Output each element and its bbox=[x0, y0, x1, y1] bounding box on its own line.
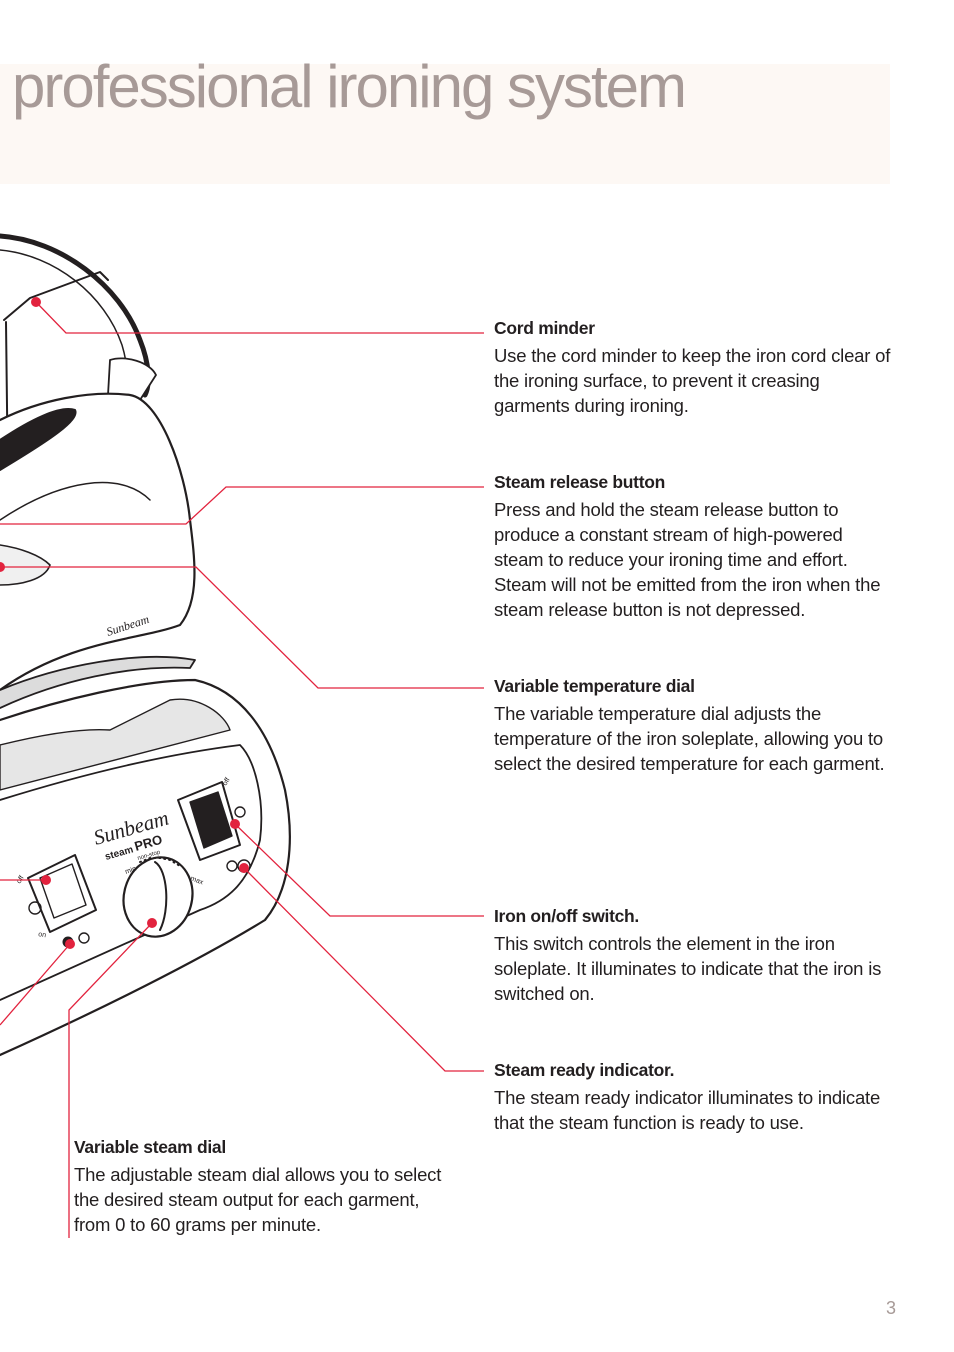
leader-temperature-dial bbox=[0, 566, 484, 689]
callout-title: Steam ready indicator. bbox=[494, 1060, 675, 1080]
model-pro-label: PRO bbox=[133, 832, 164, 854]
callout-title: Variable steam dial bbox=[74, 1137, 226, 1157]
callout-dot-steam-dial bbox=[147, 918, 157, 928]
callout-body: The adjustable steam dial allows you to … bbox=[74, 1164, 442, 1235]
callout-dot-temperature bbox=[0, 562, 5, 572]
callout-dot-lamp bbox=[65, 939, 75, 949]
leader-cord-minder bbox=[35, 301, 484, 334]
callout-title: Iron on/off switch. bbox=[494, 906, 639, 926]
callout-title: Variable temperature dial bbox=[494, 676, 695, 696]
callout-title: Steam release button bbox=[494, 472, 665, 492]
callout-iron-switch: Iron on/off switch. This switch controls… bbox=[494, 906, 894, 1006]
leader-lines bbox=[0, 301, 484, 1238]
callout-variable-temperature-dial: Variable temperature dial The variable t… bbox=[494, 676, 894, 776]
page-number: 3 bbox=[886, 1298, 897, 1318]
callout-steam-release-button: Steam release button Press and hold the … bbox=[494, 472, 894, 622]
callout-body: Use the cord minder to keep the iron cor… bbox=[494, 345, 891, 416]
page-title: professional ironing system bbox=[12, 53, 687, 120]
dial-max-label: max bbox=[189, 875, 204, 886]
callout-dot-cord-minder bbox=[31, 297, 41, 307]
leader-steam-dial bbox=[68, 922, 153, 1238]
leader-steam-release bbox=[0, 486, 484, 525]
leader-steam-ready bbox=[243, 867, 484, 1072]
dial-min-label: min bbox=[124, 865, 137, 875]
title-band bbox=[0, 64, 890, 184]
callout-body: The steam ready indicator illuminates to… bbox=[494, 1087, 881, 1133]
callout-body: This switch controls the element in the … bbox=[494, 933, 882, 1004]
callout-body: The variable temperature dial adjusts th… bbox=[494, 703, 885, 774]
callout-dot-steam-switch bbox=[41, 875, 51, 885]
callout-dot-iron-switch bbox=[230, 819, 240, 829]
switch-on-label: on bbox=[38, 931, 47, 939]
callout-body: Press and hold the steam release button … bbox=[494, 499, 881, 620]
callout-dot-steam-ready bbox=[239, 863, 249, 873]
callout-cord-minder: Cord minder Use the cord minder to keep … bbox=[494, 318, 894, 418]
leader-lamp bbox=[0, 943, 71, 1026]
callout-title: Cord minder bbox=[494, 318, 595, 338]
switch-off-label: off bbox=[222, 777, 232, 787]
callout-steam-ready-indicator: Steam ready indicator. The steam ready i… bbox=[494, 1060, 894, 1135]
callout-variable-steam-dial: Variable steam dial The adjustable steam… bbox=[74, 1137, 454, 1237]
leader-iron-switch bbox=[234, 823, 484, 917]
steam-dial bbox=[122, 856, 194, 938]
